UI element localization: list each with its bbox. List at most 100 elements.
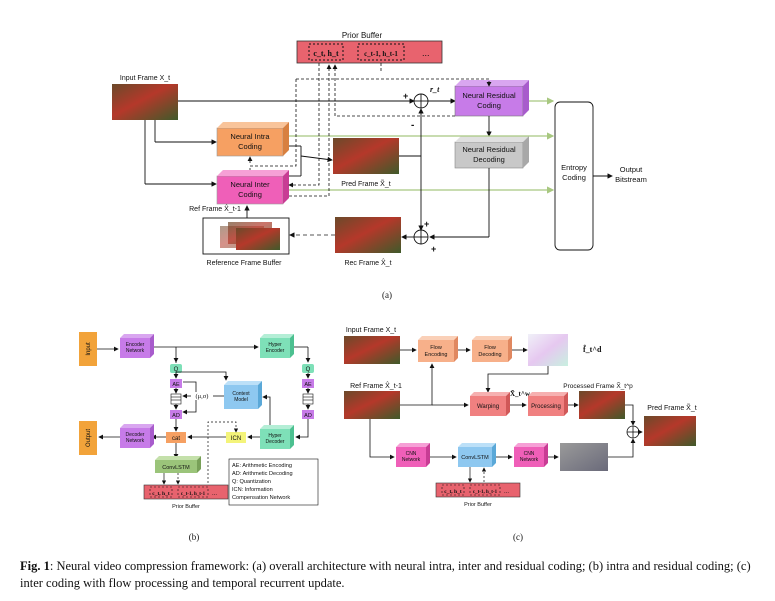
processing-box	[528, 396, 564, 416]
q-right	[302, 364, 314, 373]
bitstream-right	[302, 393, 314, 405]
caption-fig-number: Fig. 1	[20, 559, 50, 573]
hyper-decoder-box	[260, 429, 290, 449]
legend-line-5: Compensation Network	[232, 495, 290, 501]
ref-frame-c-image	[344, 391, 400, 419]
pred-frame-c-image	[644, 416, 696, 446]
rec-frame-image	[335, 217, 401, 253]
ae-right	[302, 379, 314, 388]
residual-symbol: r_t	[430, 85, 440, 94]
residual-map-image	[560, 443, 608, 471]
minus-sign: -	[411, 120, 414, 131]
svg-text:AE: AE	[172, 382, 180, 388]
ad-right	[302, 410, 314, 419]
input-frame-label: Input Frame X_t	[120, 75, 170, 82]
svg-text:Q: Q	[174, 367, 179, 373]
warping-label: Warping	[477, 404, 499, 410]
flow-field-image	[528, 334, 568, 366]
svg-text:AD: AD	[304, 413, 312, 419]
prior-ellipsis: ...	[422, 48, 430, 58]
panel-c-label: (c)	[513, 532, 523, 542]
caption-text: : Neural video compression framework: (a…	[20, 559, 751, 590]
output-block	[79, 421, 97, 455]
cnn-network-box-2	[514, 447, 544, 467]
plus-sign-3: +	[431, 244, 436, 254]
ad-left	[170, 410, 182, 419]
pred-frame-label: Pred Frame X̃_t	[341, 180, 390, 188]
prior-buffer-title: Prior Buffer	[342, 31, 383, 40]
figure-caption: Fig. 1: Neural video compression framewo…	[20, 558, 765, 592]
rec-frame-label: Rec Frame X̂_t	[344, 259, 391, 267]
legend-line-4: ICN: Information	[232, 487, 273, 493]
prior-buffer-b	[143, 484, 229, 500]
prior-cell-1-label: c_t, h_t	[313, 49, 339, 58]
input-frame-c-label: Input Frame X_t	[346, 327, 396, 334]
panel-a-label: (a)	[382, 290, 392, 300]
encoder-box	[120, 338, 150, 358]
svg-text:c_t, h_t: c_t, h_t	[152, 491, 170, 497]
residual-decoding-box	[454, 141, 524, 169]
svg-text:...: ...	[504, 489, 509, 495]
svg-text:AD: AD	[172, 413, 180, 419]
flow-symbol: f̂_t^d	[583, 343, 602, 354]
legend-line-3: Q: Quantization	[232, 479, 271, 485]
plus-sign-1: +	[403, 91, 408, 101]
warping-box	[470, 396, 506, 416]
svg-text:AE: AE	[304, 382, 312, 388]
warped-symbol: X̃_t^w	[510, 390, 531, 398]
svg-text:c_t-1, h_t-1: c_t-1, h_t-1	[181, 492, 206, 497]
prior-buffer-c-label: Prior Buffer	[464, 502, 492, 508]
ae-left	[170, 379, 182, 388]
decoder-box	[120, 428, 150, 448]
icn-label: ICN	[231, 436, 241, 442]
bitstream-left	[170, 393, 182, 405]
mu-sigma-label: (μ,σ)	[196, 393, 209, 400]
icn-box	[226, 432, 246, 443]
context-model-box	[224, 385, 258, 409]
legend-line-1: AE: Arithmetic Encoding	[232, 463, 292, 469]
q-left	[170, 364, 182, 373]
prior-buffer-box	[296, 40, 443, 64]
plus-sign-2: +	[424, 219, 429, 229]
cnn-network-box-1	[396, 447, 426, 467]
output-label: Output	[86, 429, 92, 447]
svg-text:c_t-1, h_t-1: c_t-1, h_t-1	[473, 490, 498, 495]
panel-b-label: (b)	[189, 532, 200, 542]
flow-decoding-box	[472, 340, 508, 362]
prior-buffer-cell-2	[357, 43, 405, 61]
legend-box-b	[228, 458, 319, 506]
ref-frame-c-label: Ref Frame X̂_t-1	[350, 382, 402, 390]
convlstm-box-b	[155, 460, 197, 473]
svg-text:c_t, h_t: c_t, h_t	[444, 489, 462, 495]
reference-buffer-label: Reference Frame Buffer	[207, 260, 283, 267]
input-frame-c-image	[344, 336, 400, 364]
intra-coding-box	[216, 127, 284, 157]
processing-label: Processing	[531, 404, 561, 410]
input-frame-image	[112, 84, 178, 120]
convlstm-label-c: ConvLSTM	[461, 455, 489, 461]
processed-frame-label: Processed Frame X̃_t^p	[563, 382, 633, 390]
prior-buffer-b-label: Prior Buffer	[172, 504, 200, 510]
convlstm-label-b: ConvLSTM	[162, 465, 190, 471]
prior-buffer-c	[435, 482, 521, 498]
legend-line-2: AD: Arithmetic Decoding	[232, 471, 293, 477]
convlstm-box-c	[458, 447, 492, 467]
flow-encoding-box	[418, 340, 454, 362]
ref-frame-label: Ref Frame X̂_t-1	[189, 205, 241, 213]
cat-box	[166, 432, 186, 443]
input-label: Input	[86, 342, 92, 356]
